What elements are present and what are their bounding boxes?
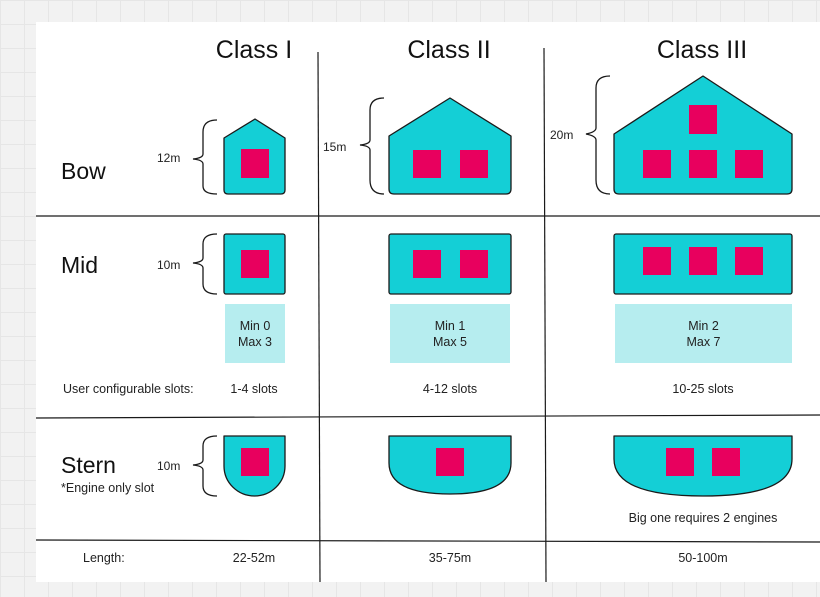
slot-bow-class2-2: [460, 150, 488, 178]
range-max-class1: Max 3: [237, 334, 273, 349]
slots-class2: 4-12 slots: [422, 382, 478, 396]
column-title-class1: Class I: [215, 36, 293, 64]
slot-bow-class3-top: [689, 105, 717, 134]
mid-hull-class2: [388, 233, 512, 295]
slot-mid-class2-1: [413, 250, 441, 278]
range-min-class1: Min 0: [239, 318, 271, 333]
range-box-class2: Min 1 Max 5: [390, 304, 510, 363]
slot-stern-class1: [241, 448, 269, 476]
range-max-class2: Max 5: [432, 334, 468, 349]
grid-line-col-2: [543, 47, 547, 582]
column-title-class2: Class II: [407, 36, 491, 64]
grid-line-col-1: [317, 51, 321, 582]
bow-height-class2: 15m: [323, 140, 347, 154]
row-label-stern: Stern: [61, 452, 116, 478]
bow-height-class1: 12m: [157, 151, 181, 165]
range-min-class3: Min 2: [688, 318, 719, 333]
brace-class1-stern: [192, 435, 218, 497]
brace-class1-bow: [192, 119, 218, 195]
slot-bow-class1: [241, 149, 269, 178]
slot-stern-class3-2: [712, 448, 740, 476]
stern-height-class1: 10m: [157, 459, 181, 473]
range-max-class3: Max 7: [686, 334, 721, 349]
mid-height-class1: 10m: [157, 258, 181, 272]
slot-bow-class3-1: [643, 150, 671, 178]
row-label-mid: Mid: [61, 252, 99, 278]
column-title-class3: Class III: [656, 36, 748, 64]
stern-engine-note: *Engine only slot: [61, 481, 155, 495]
brace-class2-bow: [359, 97, 385, 195]
slot-bow-class3-3: [735, 150, 763, 178]
row-label-bow: Bow: [61, 158, 106, 184]
slots-row-label: User configurable slots:: [63, 382, 194, 396]
length-class3: 50-100m: [678, 551, 728, 565]
diagram-board: Class I Class II Class III Bow Mid Stern…: [36, 22, 820, 582]
slot-mid-class3-3: [735, 247, 763, 275]
slot-mid-class2-2: [460, 250, 488, 278]
slot-bow-class3-2: [689, 150, 717, 178]
range-min-class2: Min 1: [434, 318, 466, 333]
length-class1: 22-52m: [232, 551, 276, 565]
stern-note-class3: Big one requires 2 engines: [628, 511, 778, 525]
diagram-graphics: [36, 47, 820, 582]
slot-mid-class3-2: [689, 247, 717, 275]
grid-line-stern-length: [36, 539, 820, 543]
slot-mid-class3-1: [643, 247, 671, 275]
length-class2: 35-75m: [428, 551, 472, 565]
brace-class3-bow: [585, 75, 611, 195]
slot-bow-class2-1: [413, 150, 441, 178]
slot-mid-class1: [241, 250, 269, 278]
slot-stern-class3-1: [666, 448, 694, 476]
range-box-class3: Min 2 Max 7: [615, 304, 792, 363]
stern-hull-class3: [613, 435, 793, 497]
length-row-label: Length:: [83, 551, 125, 565]
slots-class3: 10-25 slots: [672, 382, 734, 396]
slot-stern-class2: [436, 448, 464, 476]
grid-line-mid-stern: [36, 414, 820, 419]
bow-height-class3: 20m: [550, 128, 574, 142]
range-box-class1: Min 0 Max 3: [225, 304, 285, 363]
bow-hull-class2: [388, 97, 512, 195]
brace-class1-mid: [192, 233, 218, 295]
slots-class1: 1-4 slots: [230, 382, 278, 396]
